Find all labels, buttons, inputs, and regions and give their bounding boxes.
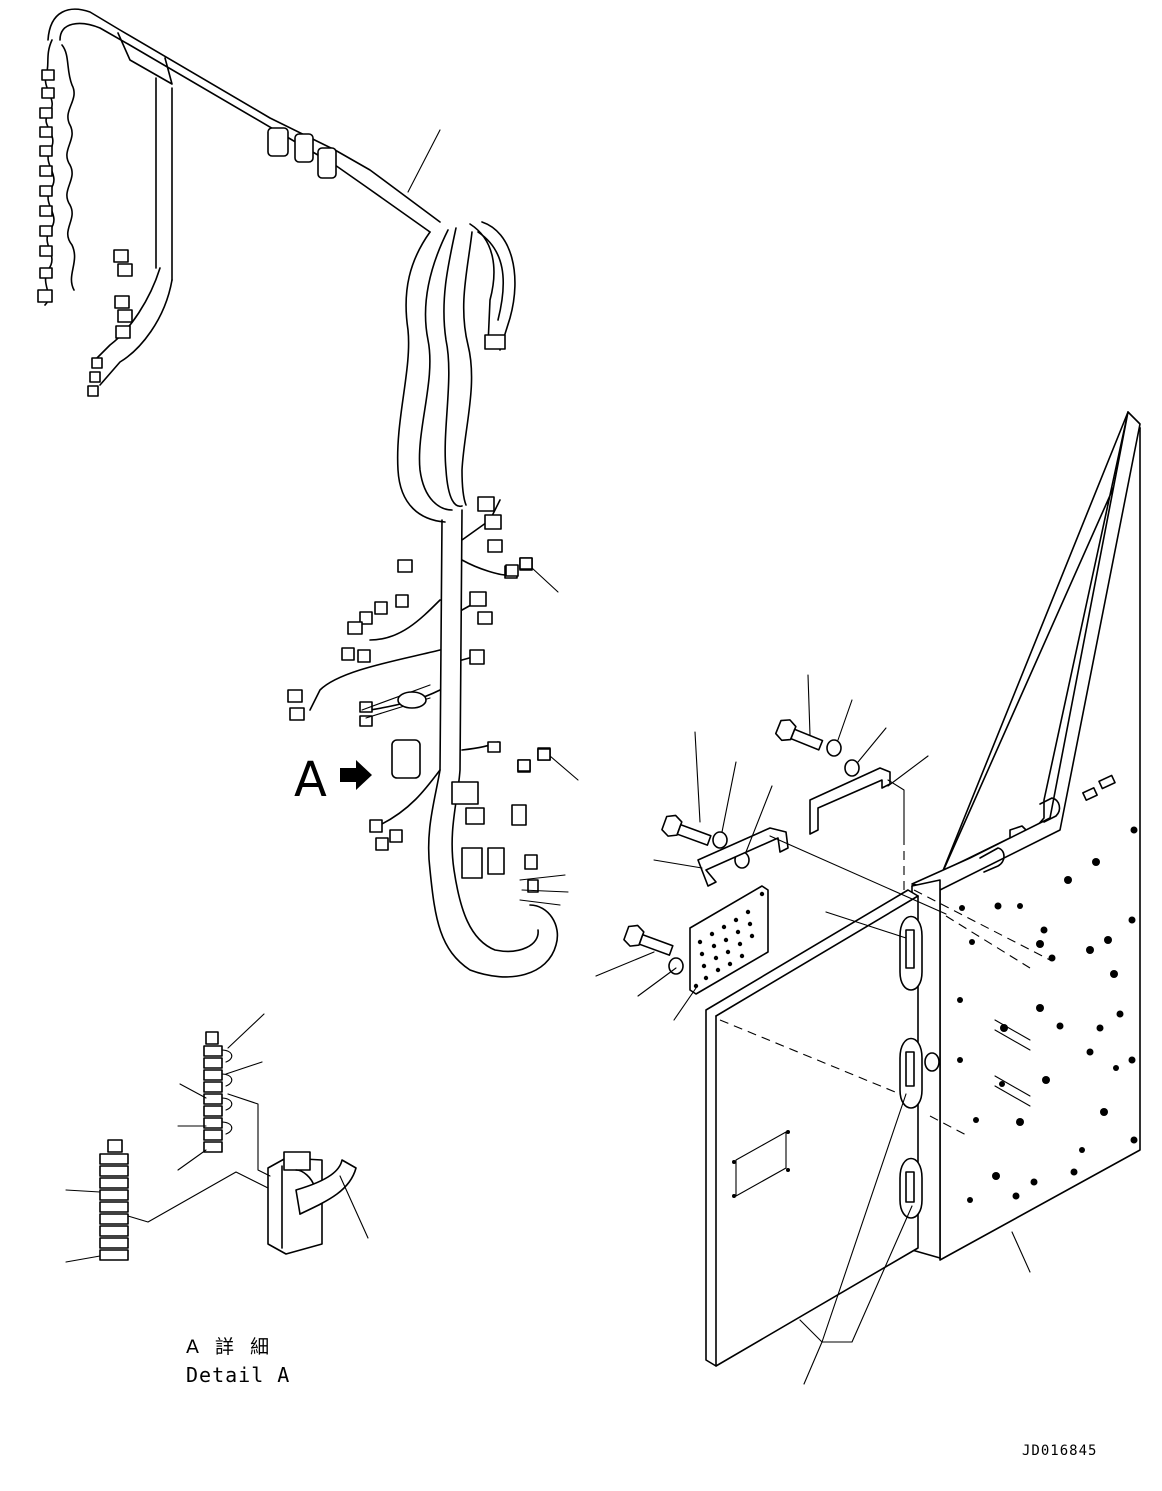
controller-box: [911, 411, 1141, 1273]
leader-lines: [407, 129, 579, 781]
loose-connectors: [505, 557, 551, 772]
detail-title-en: Detail A: [186, 1363, 291, 1387]
fasteners: [623, 674, 929, 975]
view-arrow: [340, 760, 372, 790]
cover-panel: [705, 779, 1051, 1385]
detail-title-jp: A 詳 細: [186, 1336, 275, 1358]
terminal-plate: [595, 885, 769, 1021]
wiring-harness: [37, 8, 569, 978]
detail-a-view: [65, 1013, 369, 1263]
drawing-number: JD016845: [1022, 1443, 1098, 1459]
view-a-label: A: [294, 752, 327, 808]
